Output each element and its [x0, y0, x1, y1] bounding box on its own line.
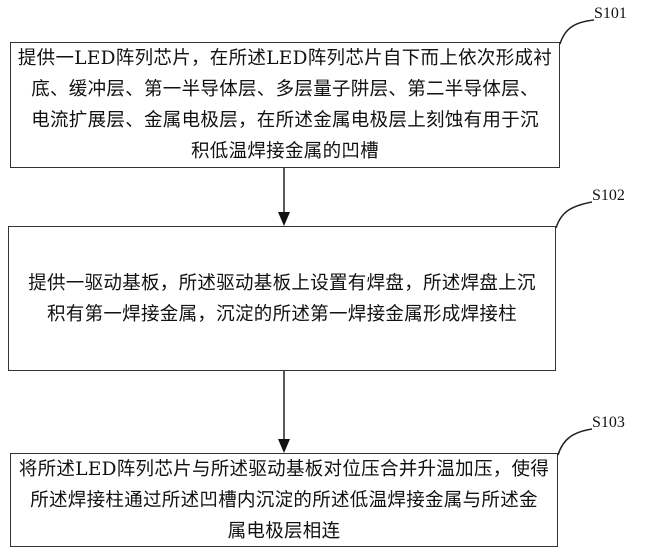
arrow-1-head	[278, 212, 290, 226]
step-text-line: 底、缓冲层、第一半导体层、多层量子阱层、第二半导体层、	[31, 79, 539, 100]
step-text-line: 所述焊接柱通过所述凹槽内沉淀的所述低温焊接金属与所述金	[30, 489, 538, 511]
leader-s102	[555, 201, 593, 229]
leader-s103	[557, 428, 593, 456]
step-box-s102: 提供一驱动基板，所述驱动基板上设置有焊盘，所述焊盘上沉 积有第一焊接金属，沉淀的…	[8, 226, 556, 371]
leader-s101	[559, 19, 595, 45]
step-label-s102: S102	[592, 187, 625, 204]
step-text-line: 提供一驱动基板，所述驱动基板上设置有焊盘，所述焊盘上沉	[28, 272, 536, 294]
step-text-line: 电流扩展层、金属电极层，在所述金属电极层上刻蚀有用于沉	[31, 110, 539, 131]
step-label-s101: S101	[594, 5, 627, 22]
step-text-line: 提供一LED阵列芯片，在所述LED阵列芯片自下而上依次形成衬	[17, 48, 553, 69]
step-box-s103: 将所述LED阵列芯片与所述驱动基板对位压合并升温加压，使得 所述焊接柱通过所述凹…	[10, 453, 558, 547]
step-text-line: 积低温焊接金属的凹槽	[190, 141, 379, 162]
step-text-line: 属电极层相连	[227, 520, 341, 542]
step-text-line: 积有第一焊接金属，沉淀的所述第一焊接金属形成焊接柱	[46, 303, 517, 325]
arrow-2-head	[278, 439, 290, 453]
step-box-s101: 提供一LED阵列芯片，在所述LED阵列芯片自下而上依次形成衬 底、缓冲层、第一半…	[10, 42, 560, 168]
step-label-s103: S103	[592, 414, 625, 431]
step-text-line: 将所述LED阵列芯片与所述驱动基板对位压合并升温加压，使得	[18, 458, 550, 480]
